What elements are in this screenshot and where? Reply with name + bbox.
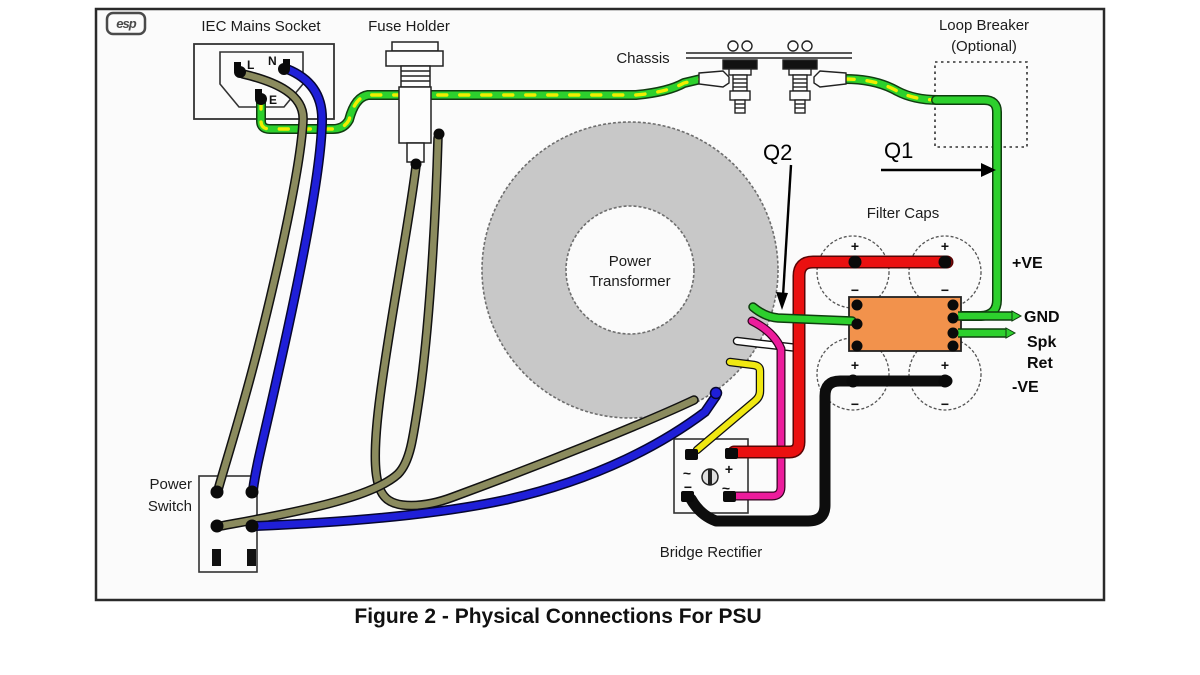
svg-text:~: ~ — [683, 465, 691, 481]
svg-text:−: − — [941, 282, 949, 298]
terminal-label-earth: E — [269, 93, 277, 107]
bridge-signs: ~ + − ~ — [683, 461, 733, 496]
primary-wire-switch-to-transformer — [251, 386, 723, 531]
rail-label-negative: -VE — [1012, 379, 1039, 396]
svg-text:+: + — [941, 357, 949, 373]
filter-caps — [816, 235, 982, 411]
fuse-holder — [385, 41, 444, 163]
loop-breaker-note: (Optional) — [951, 38, 1017, 55]
fuse-holder-terminals — [410, 128, 445, 170]
loop-breaker-label: Loop Breaker — [939, 17, 1029, 34]
bridge-terminals — [681, 448, 738, 502]
q1-label: Q1 — [884, 138, 913, 163]
terminal-label-live: L — [247, 58, 254, 72]
filter-caps-label: Filter Caps — [867, 205, 940, 222]
q1-annotation: Q1 — [881, 138, 996, 177]
earth-lug-right — [813, 70, 847, 88]
svg-text:+: + — [851, 357, 859, 373]
rail-label-spk: Spk — [1027, 334, 1056, 351]
spk-ret-output-wire — [958, 327, 1017, 339]
earth-lug-left — [698, 70, 730, 88]
iec-terminals — [234, 59, 290, 105]
dc-wire-negative — [685, 375, 953, 527]
ground-wire-transformer-to-plate — [748, 302, 857, 326]
power-transformer: Power Transformer — [481, 121, 779, 419]
esp-logo-icon: esp — [105, 11, 147, 36]
svg-text:−: − — [684, 479, 692, 495]
svg-text:~: ~ — [722, 480, 730, 496]
q1-arrowhead-icon — [981, 163, 996, 177]
svg-text:−: − — [851, 396, 859, 412]
rail-label-positive: +VE — [1012, 255, 1043, 272]
cap-terminals — [846, 255, 952, 388]
star-ground-plate — [848, 296, 962, 352]
transformer-label-1: Power — [609, 253, 652, 270]
svg-text:+: + — [725, 461, 733, 477]
figure-caption: Figure 2 - Physical Connections For PSU — [354, 605, 761, 628]
power-switch-terminals — [210, 485, 259, 533]
primary-wire-fuse-to-transformer — [370, 161, 699, 511]
power-switch-label-2: Switch — [148, 498, 192, 515]
esp-logo-text: esp — [116, 16, 136, 31]
svg-text:+: + — [941, 238, 949, 254]
gnd-output-wire — [958, 310, 1023, 322]
chassis-bar — [686, 52, 852, 59]
iec-socket-label: IEC Mains Socket — [201, 18, 321, 35]
live-wire-iec-to-switch — [213, 69, 308, 495]
rail-label-gnd: GND — [1024, 309, 1060, 326]
neutral-wire-iec-to-switch — [248, 64, 328, 495]
live-wire-fuse-to-switch — [216, 133, 443, 531]
terminal-label-neutral: N — [268, 54, 277, 68]
transformer-label-2: Transformer — [589, 273, 670, 290]
dc-wire-positive — [727, 255, 954, 459]
svg-text:−: − — [851, 282, 859, 298]
switch-actuator-right — [247, 549, 256, 566]
chassis-label: Chassis — [616, 50, 669, 67]
svg-text:+: + — [851, 238, 859, 254]
switch-actuator-left — [212, 549, 221, 566]
q2-label: Q2 — [763, 140, 792, 165]
power-switch-label-1: Power — [149, 476, 192, 493]
bridge-rectifier-label: Bridge Rectifier — [660, 544, 763, 561]
q2-annotation: Q2 — [763, 140, 792, 310]
q2-arrowhead-icon — [776, 292, 788, 310]
rail-label-ret: Ret — [1027, 355, 1053, 372]
secondary-wire-magenta — [729, 316, 786, 501]
loop-breaker-box — [934, 61, 1028, 148]
secondary-wire-yellow — [692, 357, 765, 455]
plate-terminals — [851, 299, 959, 352]
fuse-holder-label: Fuse Holder — [368, 18, 450, 35]
svg-text:−: − — [941, 396, 949, 412]
earth-wire-iec-to-chassis — [256, 74, 706, 134]
secondary-wire-white — [732, 336, 803, 353]
cap-polarity-signs: + + − − + + − − — [851, 238, 949, 412]
